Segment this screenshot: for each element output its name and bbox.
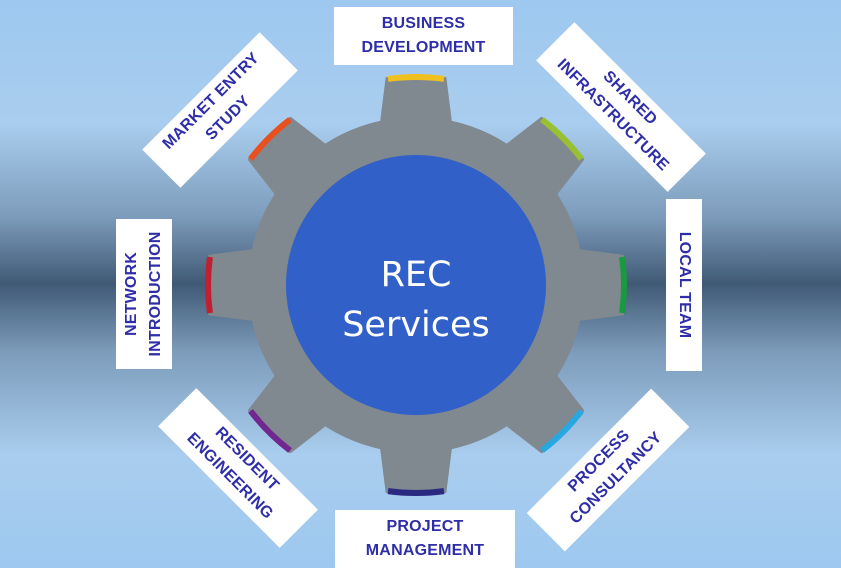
tooth-accent-market-entry-study [248, 117, 292, 161]
tooth-accent-local-team [619, 256, 627, 314]
tooth-accent-network-introduction [205, 256, 213, 314]
center-title-line1: REC [380, 255, 452, 295]
center-hub [286, 155, 546, 415]
tooth-accent-project-management [387, 488, 445, 496]
tooth-accent-process-consultancy [540, 409, 584, 453]
label-local-team: LOCAL TEAM [666, 199, 702, 371]
tooth-accent-business-development [387, 74, 445, 82]
label-network-introduction: NETWORK INTRODUCTION [116, 219, 172, 369]
label-project-management: PROJECT MANAGEMENT [335, 510, 515, 568]
tooth-accent-shared-infrastructure [540, 117, 584, 161]
center-title: REC Services [286, 195, 546, 405]
tooth-accents [205, 74, 627, 496]
center-title-line2: Services [342, 305, 490, 345]
label-business-development: BUSINESS DEVELOPMENT [334, 7, 513, 65]
tooth-accent-resident-engineering [248, 409, 292, 453]
